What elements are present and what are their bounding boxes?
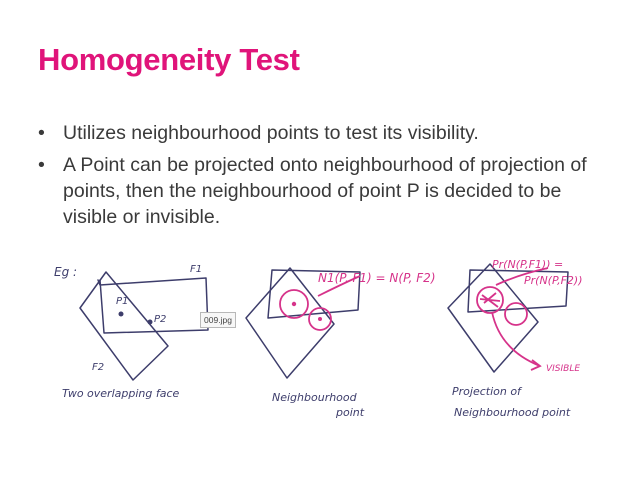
bullet-item: • A Point can be projected onto neighbou…: [38, 152, 618, 230]
label-f2: F2: [92, 362, 104, 373]
projection-line1: Pr(N(P,F1)) =: [492, 258, 563, 271]
neighbourhood-circle: [308, 307, 332, 331]
formula-neighbourhood: N1(P, F1) = N(P, F2): [318, 271, 436, 285]
pointer-line: [495, 267, 549, 286]
projection-circle: [504, 302, 528, 326]
label-p1: P1: [116, 296, 128, 307]
eg-label: Eg :: [54, 265, 77, 279]
hand-drawn-sketch: Eg : F1 F2 P1 P2 Two overlapping face Ne…: [54, 258, 583, 419]
point-p2: [147, 319, 153, 325]
bullet-marker: •: [38, 122, 45, 144]
bullet-marker: •: [38, 154, 45, 176]
bullet-text: Utilizes neighbourhood points to test it…: [63, 122, 479, 144]
caption-fig3-line1: Projection of: [452, 385, 523, 398]
caption-fig3-line2: Neighbourhood point: [454, 406, 571, 419]
caption-fig2-line1: Neighbourhood: [272, 391, 358, 404]
visible-arrow: [491, 311, 541, 367]
bullet-text: A Point can be projected onto neighbourh…: [63, 154, 587, 228]
bullet-list: • Utilizes neighbourhood points to test …: [38, 120, 618, 236]
projection-line2: Pr(N(P,F2)): [524, 274, 583, 287]
point-p1: [118, 311, 124, 317]
caption-fig2-line2: point: [335, 406, 365, 419]
visible-label: VISIBLE: [546, 364, 580, 374]
neighbourhood-circle: [279, 289, 309, 319]
filename-tooltip: 009.jpg: [200, 312, 236, 328]
pointer-line: [317, 275, 361, 297]
slide-title: Homogeneity Test: [38, 42, 300, 77]
arrow-head: [530, 359, 542, 371]
projection-circle: [476, 286, 504, 314]
label-f1: F1: [190, 264, 202, 275]
bullet-item: • Utilizes neighbourhood points to test …: [38, 120, 618, 146]
hatch-mark: [479, 292, 501, 308]
figure-neighbourhood-point: [245, 267, 361, 379]
caption-fig1: Two overlapping face: [62, 387, 180, 400]
label-p2: P2: [154, 314, 166, 325]
figure-overlapping-faces: [79, 271, 209, 381]
